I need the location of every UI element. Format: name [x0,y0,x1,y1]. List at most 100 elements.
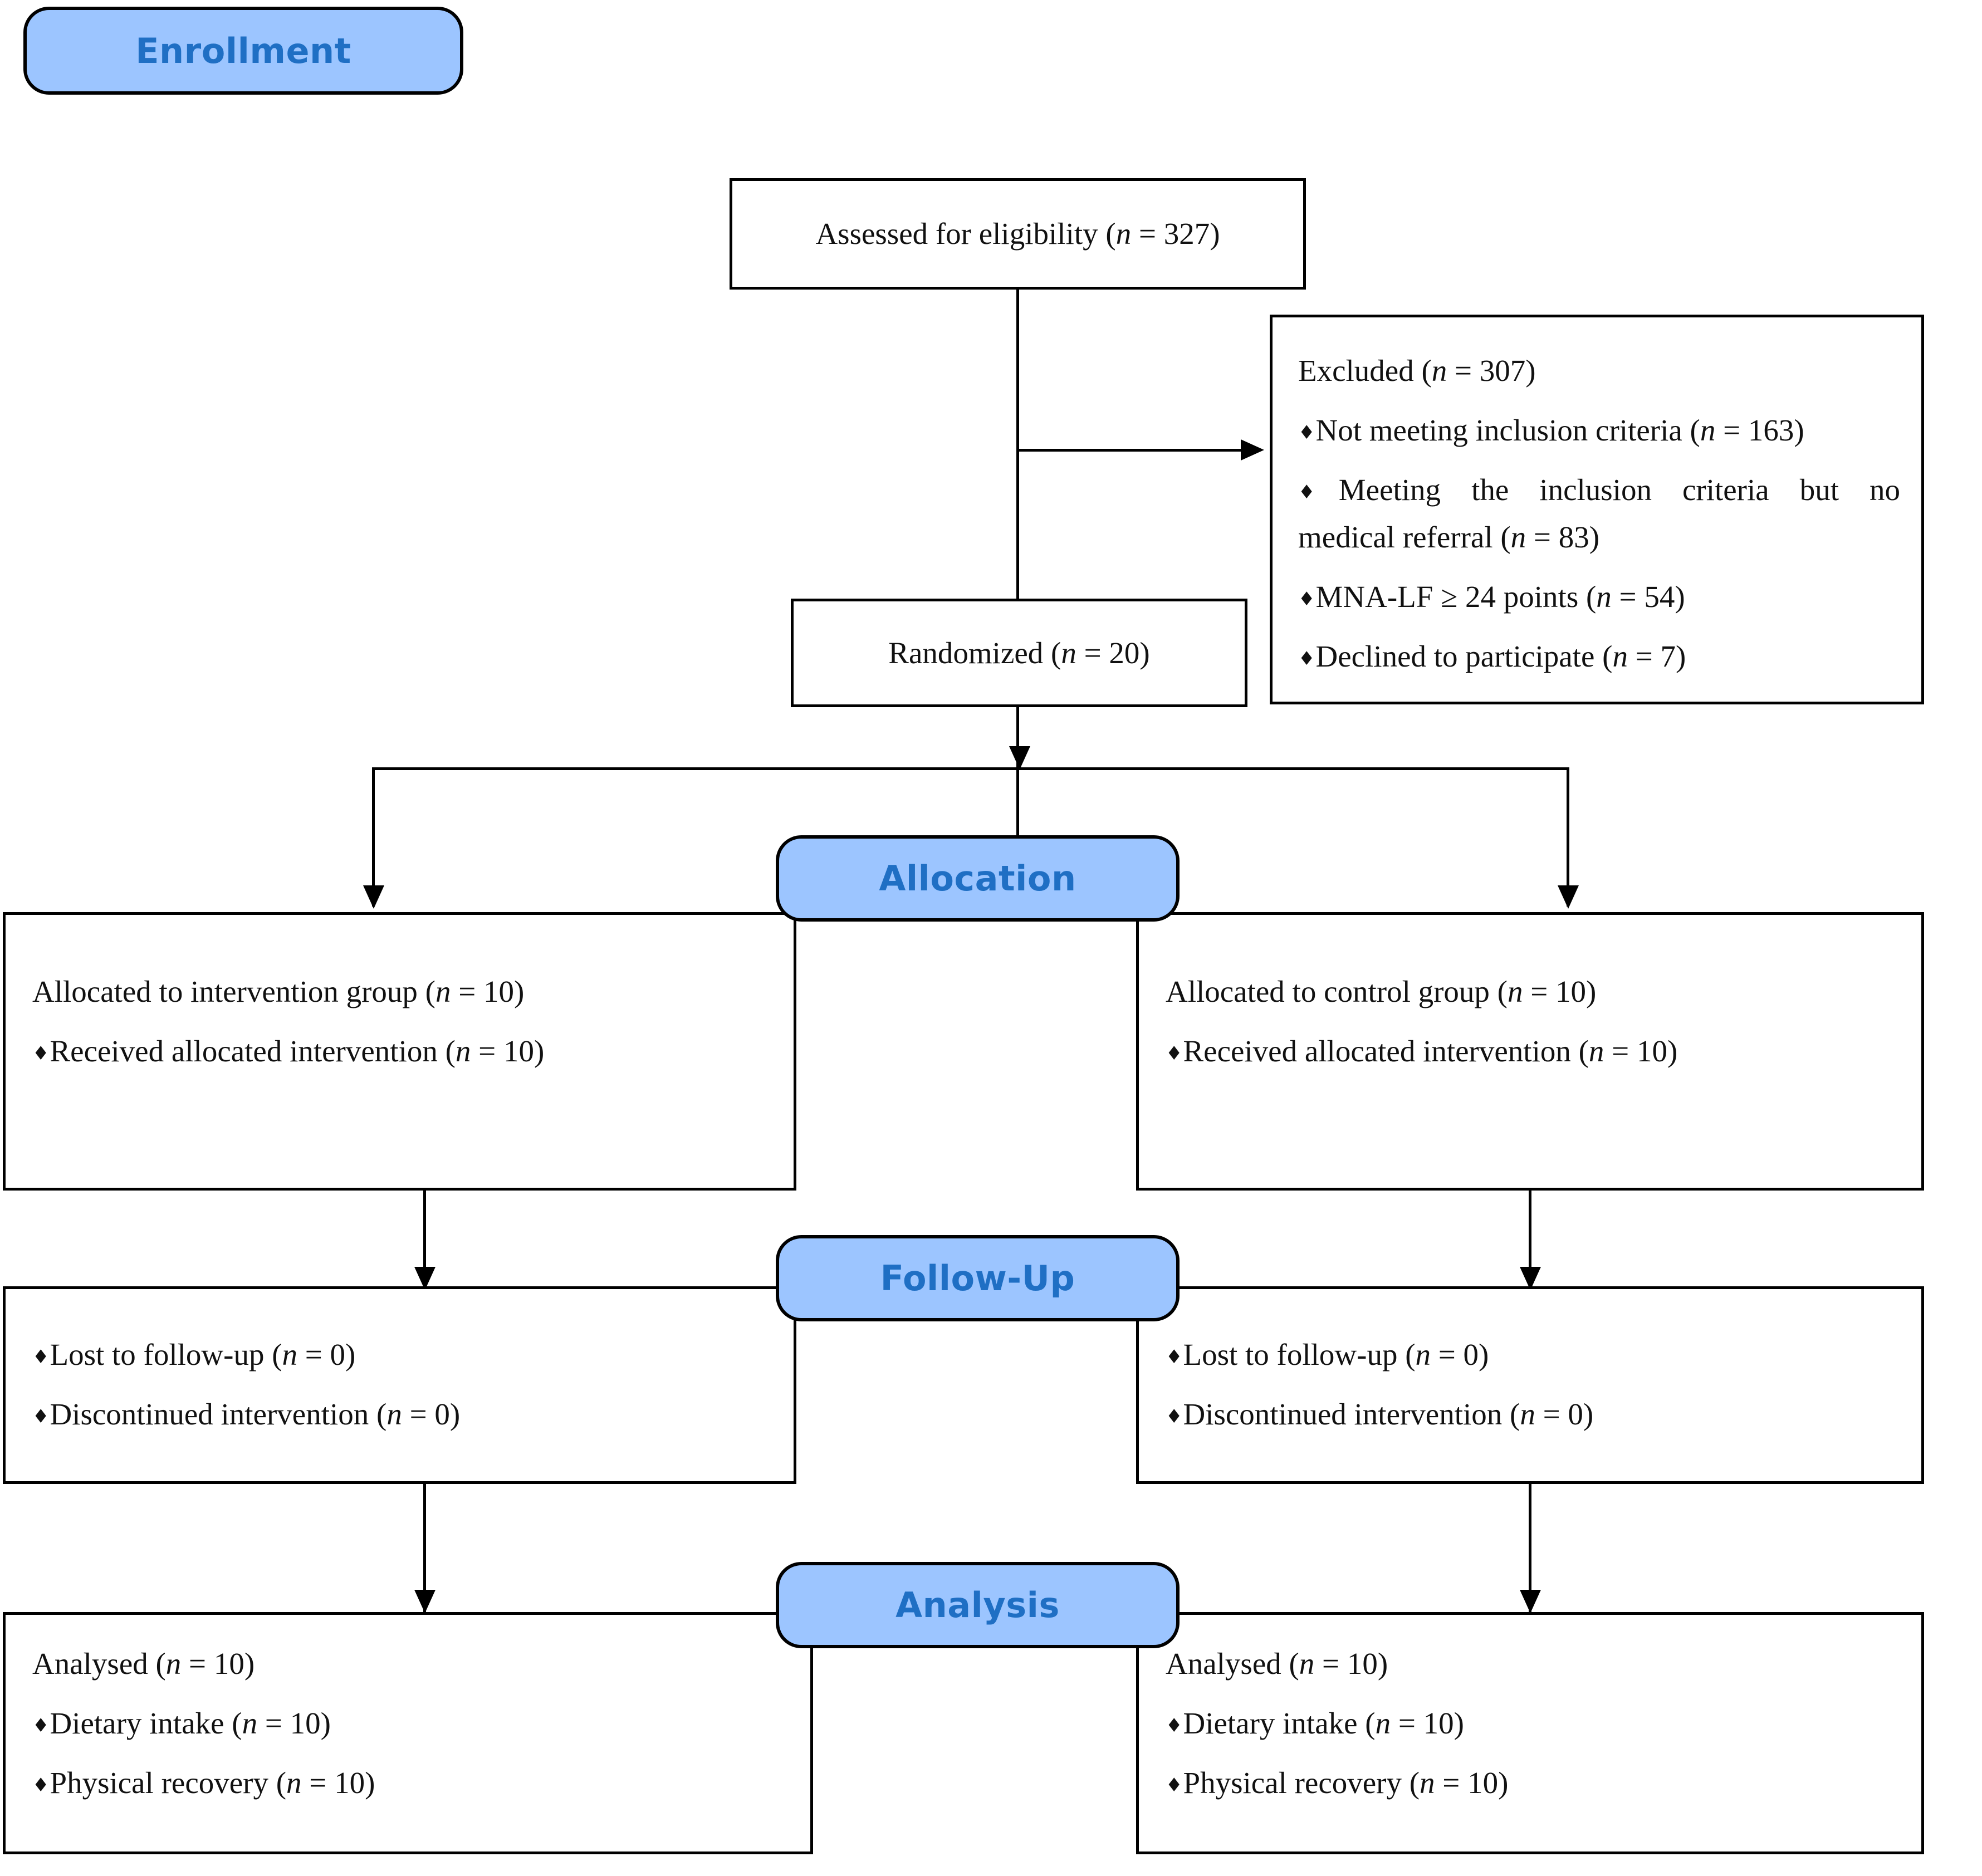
excluded-heading-n-symbol: n [1431,354,1447,388]
followup-left-item-text: Lost to follow-up ( [50,1338,282,1372]
excluded-item-n-symbol: n [1700,413,1716,447]
diamond-bullet-icon: ♦ [1298,481,1338,503]
excluded-heading-n-value: = 307) [1447,354,1536,388]
analysis-left-item-n-value: = 10) [301,1766,375,1800]
stage-label-enrollment: Enrollment [23,7,463,95]
connector-followup-to-analysis-left [423,1484,426,1612]
followup-left-item-n-value: = 0) [297,1338,356,1372]
excluded-item-text: Declined to participate ( [1315,639,1613,673]
excluded-item-continuation-text: medical referral ( [1298,520,1511,554]
excluded-item-text: MNA-LF ≥ 24 points ( [1315,580,1597,614]
followup-left-item-text: Discontinued intervention ( [50,1397,387,1431]
analysis-right-item-n-symbol: n [1375,1706,1391,1740]
followup-right-body: ♦Lost to follow-up (n = 0) ♦Discontinued… [1166,1339,1899,1429]
diamond-bullet-icon: ♦ [1298,421,1315,444]
connector-randomized-down [1016,707,1019,880]
arrowhead-split-right [1558,885,1579,909]
arrowhead-randomized-split [1009,746,1030,770]
stage-label-analysis-text: Analysis [895,1585,1060,1625]
analysis-right-item: ♦Dietary intake (n = 10) [1166,1708,1899,1738]
box-assessed-for-eligibility: Assessed for eligibility (n = 327) [730,178,1306,290]
allocation-right-item-n-value: = 10) [1604,1034,1678,1068]
followup-right-item-n-symbol: n [1520,1397,1535,1431]
analysis-left-item-text: Physical recovery ( [50,1766,287,1800]
analysis-right-item: ♦Physical recovery (n = 10) [1166,1767,1899,1798]
connector-allocation-to-followup-left [423,1191,426,1288]
connector-split-left-down [372,767,375,907]
diamond-bullet-icon: ♦ [1298,647,1315,670]
excluded-item-text: Not meeting inclusion criteria ( [1315,413,1700,447]
analysis-left-item-text: Dietary intake ( [50,1706,242,1740]
excluded-body: Excluded (n = 307) ♦Not meeting inclusio… [1298,355,1900,672]
followup-left-item-n-symbol: n [386,1397,402,1431]
followup-left-item-n-value: = 0) [402,1397,461,1431]
analysis-right-heading-label: Analysed ( [1166,1647,1299,1681]
excluded-heading: Excluded (n = 307) [1298,355,1900,386]
allocation-left-heading-n-value: = 10) [451,974,525,1008]
excluded-item-n-value: = 83) [1526,520,1600,554]
allocation-right-heading-label: Allocated to control group ( [1166,974,1508,1008]
allocation-left-body: Allocated to intervention group (n = 10)… [32,976,771,1066]
allocation-left-heading-n-symbol: n [435,974,451,1008]
box-excluded: Excluded (n = 307) ♦Not meeting inclusio… [1270,315,1924,704]
box-followup-control: ♦Lost to follow-up (n = 0) ♦Discontinued… [1136,1286,1924,1484]
box-randomized: Randomized (n = 20) [791,599,1247,707]
stage-label-followup-text: Follow-Up [880,1258,1075,1299]
allocation-right-heading-n-symbol: n [1508,974,1523,1008]
connector-allocation-to-followup-right [1529,1191,1531,1288]
followup-right-item-n-symbol: n [1415,1338,1431,1372]
box-analysis-control: Analysed (n = 10) ♦Dietary intake (n = 1… [1136,1612,1924,1854]
excluded-item: ♦MNA-LF ≥ 24 points (n = 54) [1298,581,1900,612]
randomized-text: Randomized (n = 20) [888,635,1149,670]
connector-split-right-down [1567,767,1569,907]
stage-label-enrollment-text: Enrollment [135,30,351,71]
randomized-n-symbol: n [1061,635,1076,670]
box-followup-intervention: ♦Lost to follow-up (n = 0) ♦ Discontinued… [3,1286,796,1484]
allocation-left-item-n-symbol: n [455,1034,471,1068]
followup-left-item: ♦Lost to follow-up (n = 0) [32,1339,771,1370]
diamond-bullet-icon: ♦ [1166,1714,1183,1737]
excluded-item-n-symbol: n [1510,520,1526,554]
allocation-right-heading: Allocated to control group (n = 10) [1166,976,1899,1007]
excluded-item-n-value: = 7) [1627,639,1686,673]
followup-left-item-n-symbol: n [282,1338,298,1372]
analysis-left-heading-n-value: = 10) [181,1647,255,1681]
followup-right-item: ♦Discontinued intervention (n = 0) [1166,1399,1899,1429]
assessed-label: Assessed for eligibility ( [815,217,1116,251]
allocation-right-item-text: Received allocated intervention ( [1183,1034,1589,1068]
diamond-bullet-icon: ♦ [32,1042,50,1065]
allocation-left-item-n-value: = 10) [471,1034,545,1068]
diamond-bullet-icon: ♦ [1166,1042,1183,1065]
diamond-bullet-icon: ♦ [1166,1345,1183,1368]
followup-right-item-n-value: = 0) [1431,1338,1489,1372]
analysis-right-heading-n-symbol: n [1299,1647,1315,1681]
arrowhead-split-left [363,885,384,909]
diamond-bullet-icon: ♦ [32,1345,50,1368]
connector-followup-to-analysis-right [1529,1484,1531,1612]
excluded-item-n-symbol: n [1596,580,1612,614]
analysis-right-item-n-value: = 10) [1391,1706,1464,1740]
allocation-left-heading: Allocated to intervention group (n = 10) [32,976,771,1007]
followup-left-body: ♦Lost to follow-up (n = 0) ♦ Discontinued… [32,1339,771,1429]
analysis-left-item-n-value: = 10) [257,1706,331,1740]
analysis-right-heading: Analysed (n = 10) [1166,1648,1899,1679]
analysis-right-item-text: Physical recovery ( [1183,1766,1420,1800]
diamond-bullet-icon: ♦ [32,1774,50,1796]
analysis-left-item-n-symbol: n [242,1706,258,1740]
stage-label-allocation-text: Allocation [879,858,1076,899]
analysis-right-body: Analysed (n = 10) ♦Dietary intake (n = 1… [1166,1648,1899,1798]
connector-assessed-to-randomized [1016,290,1019,635]
analysis-left-heading-label: Analysed ( [32,1647,166,1681]
diamond-bullet-icon: ♦ [1166,1774,1183,1796]
analysis-left-heading-n-symbol: n [165,1647,182,1681]
allocation-left-item-text: Received allocated intervention ( [50,1034,456,1068]
stage-label-analysis: Analysis [776,1562,1180,1648]
analysis-left-item: ♦Dietary intake (n = 10) [32,1708,788,1738]
box-allocated-intervention: Allocated to intervention group (n = 10)… [3,912,796,1191]
analysis-left-heading: Analysed (n = 10) [32,1648,788,1679]
allocation-right-item: ♦Received allocated intervention (n = 10… [1166,1036,1899,1066]
stage-label-followup: Follow-Up [776,1235,1180,1321]
randomized-label: Randomized ( [888,635,1061,670]
diamond-bullet-icon: ♦ [32,1714,50,1737]
allocation-left-item: ♦Received allocated intervention (n = 10… [32,1036,771,1066]
